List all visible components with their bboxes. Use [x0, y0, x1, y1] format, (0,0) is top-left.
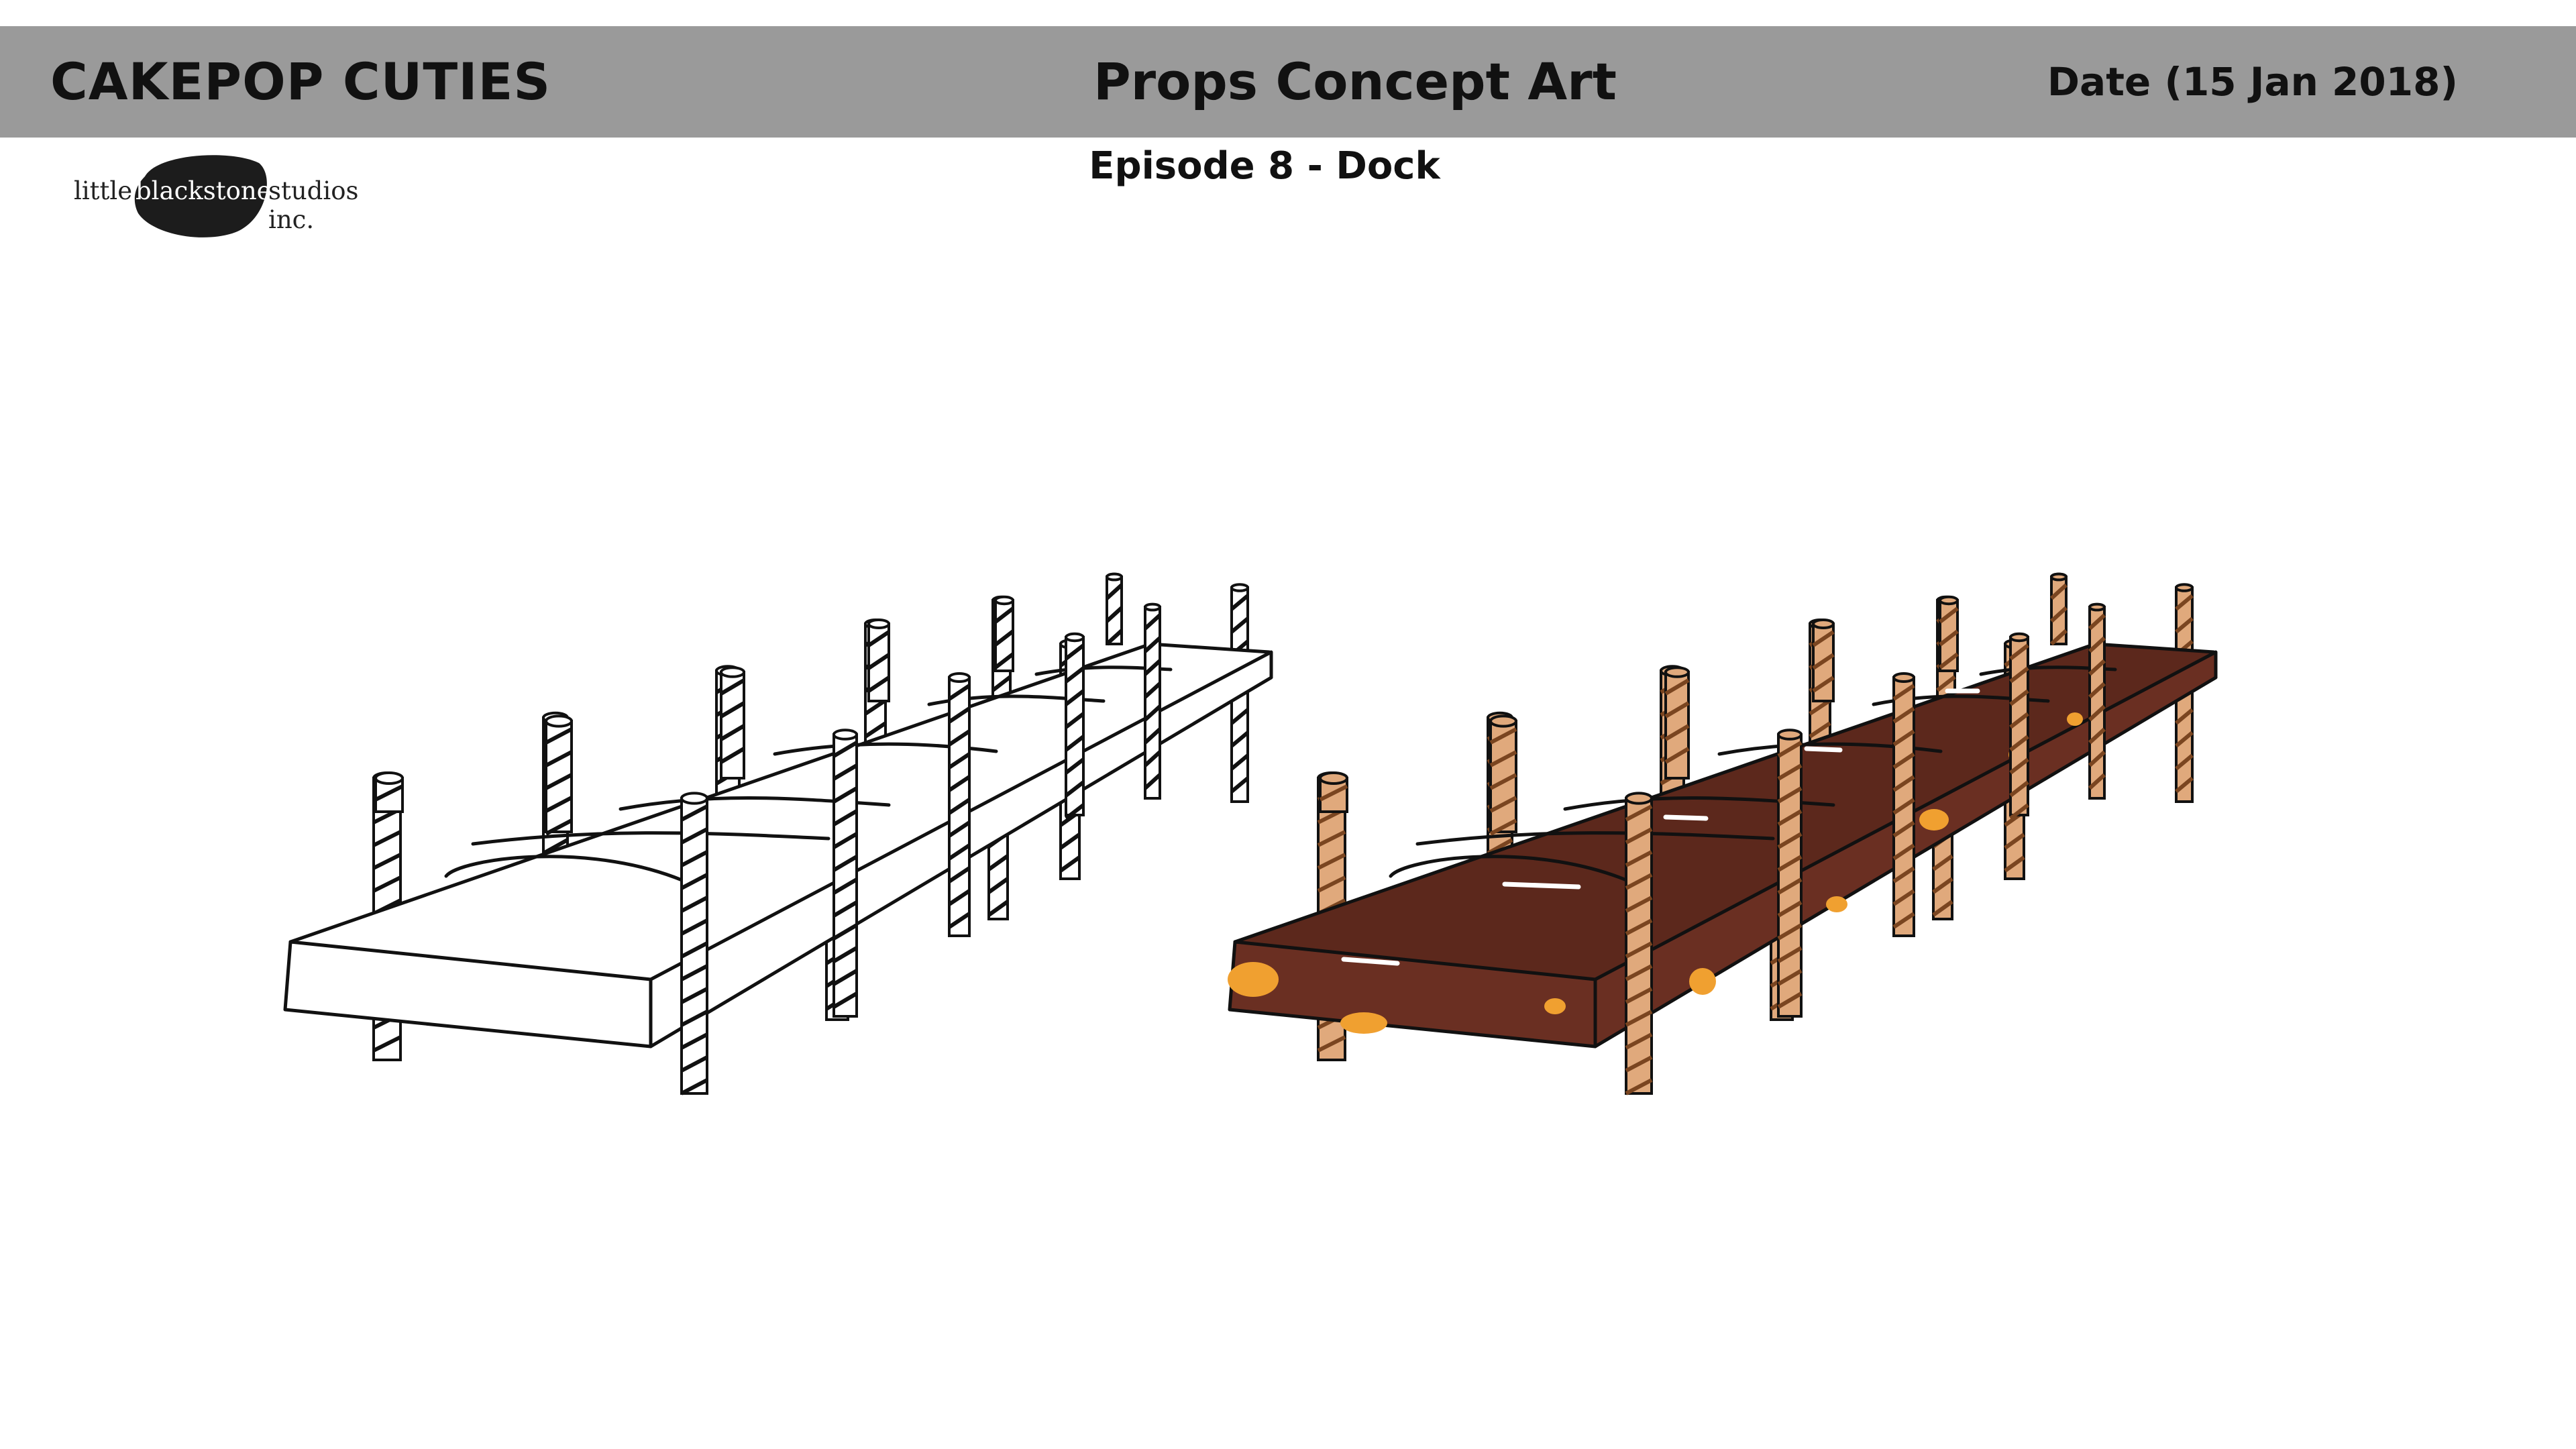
header-bar: CAKEPOP CUTIES Props Concept Art Date (1…	[0, 26, 2576, 138]
post	[1939, 595, 1959, 672]
post	[994, 595, 1014, 672]
post	[1777, 729, 1803, 1018]
sprinkle	[1544, 998, 1566, 1014]
post	[833, 729, 858, 1018]
post	[948, 672, 971, 937]
highlight	[1663, 814, 1709, 821]
post	[867, 619, 890, 702]
plank-line	[471, 831, 830, 846]
post	[1489, 714, 1517, 836]
studio-logo: little blackstone studios inc.	[74, 144, 409, 238]
post	[1105, 572, 1124, 646]
plank-line	[773, 742, 998, 756]
logo-prefix: little	[74, 176, 133, 205]
highlight	[1341, 957, 1400, 966]
show-title: CAKEPOP CUTIES	[50, 52, 551, 111]
sprinkle	[1228, 962, 1279, 997]
logo-highlight: blackstone	[136, 176, 272, 205]
sprinkle	[1689, 968, 1716, 995]
plank-line	[1389, 855, 1641, 888]
logo-suffix: studios inc.	[268, 176, 359, 234]
highlight	[1804, 746, 1843, 753]
document-title: Props Concept Art	[1093, 52, 1617, 111]
post	[720, 666, 745, 780]
post	[2049, 572, 2068, 646]
highlight	[1502, 881, 1581, 890]
post	[1625, 792, 1653, 1095]
post	[2009, 632, 2029, 820]
post	[1812, 619, 1835, 702]
dock-colored-illustration	[1228, 572, 2218, 1095]
plank-line	[1415, 831, 1775, 846]
plank-line	[444, 855, 696, 888]
dock-lineart-illustration	[283, 572, 1273, 1095]
sprinkle	[2067, 712, 2083, 726]
post	[1065, 632, 1085, 820]
sprinkle	[1340, 1012, 1387, 1034]
logo-blob-icon	[134, 155, 267, 237]
post	[1892, 672, 1915, 937]
post	[1664, 666, 1690, 780]
episode-subtitle: Episode 8 - Dock	[1089, 144, 1440, 188]
document-date: Date (15 Jan 2018)	[2047, 59, 2458, 105]
post	[1143, 602, 1162, 800]
plank-line	[1717, 742, 1943, 756]
post	[374, 771, 404, 813]
sprinkle	[1919, 809, 1949, 830]
post	[2088, 602, 2106, 800]
post	[1319, 771, 1348, 813]
post	[545, 714, 573, 836]
sprinkle	[1826, 896, 1847, 912]
post	[680, 792, 708, 1095]
